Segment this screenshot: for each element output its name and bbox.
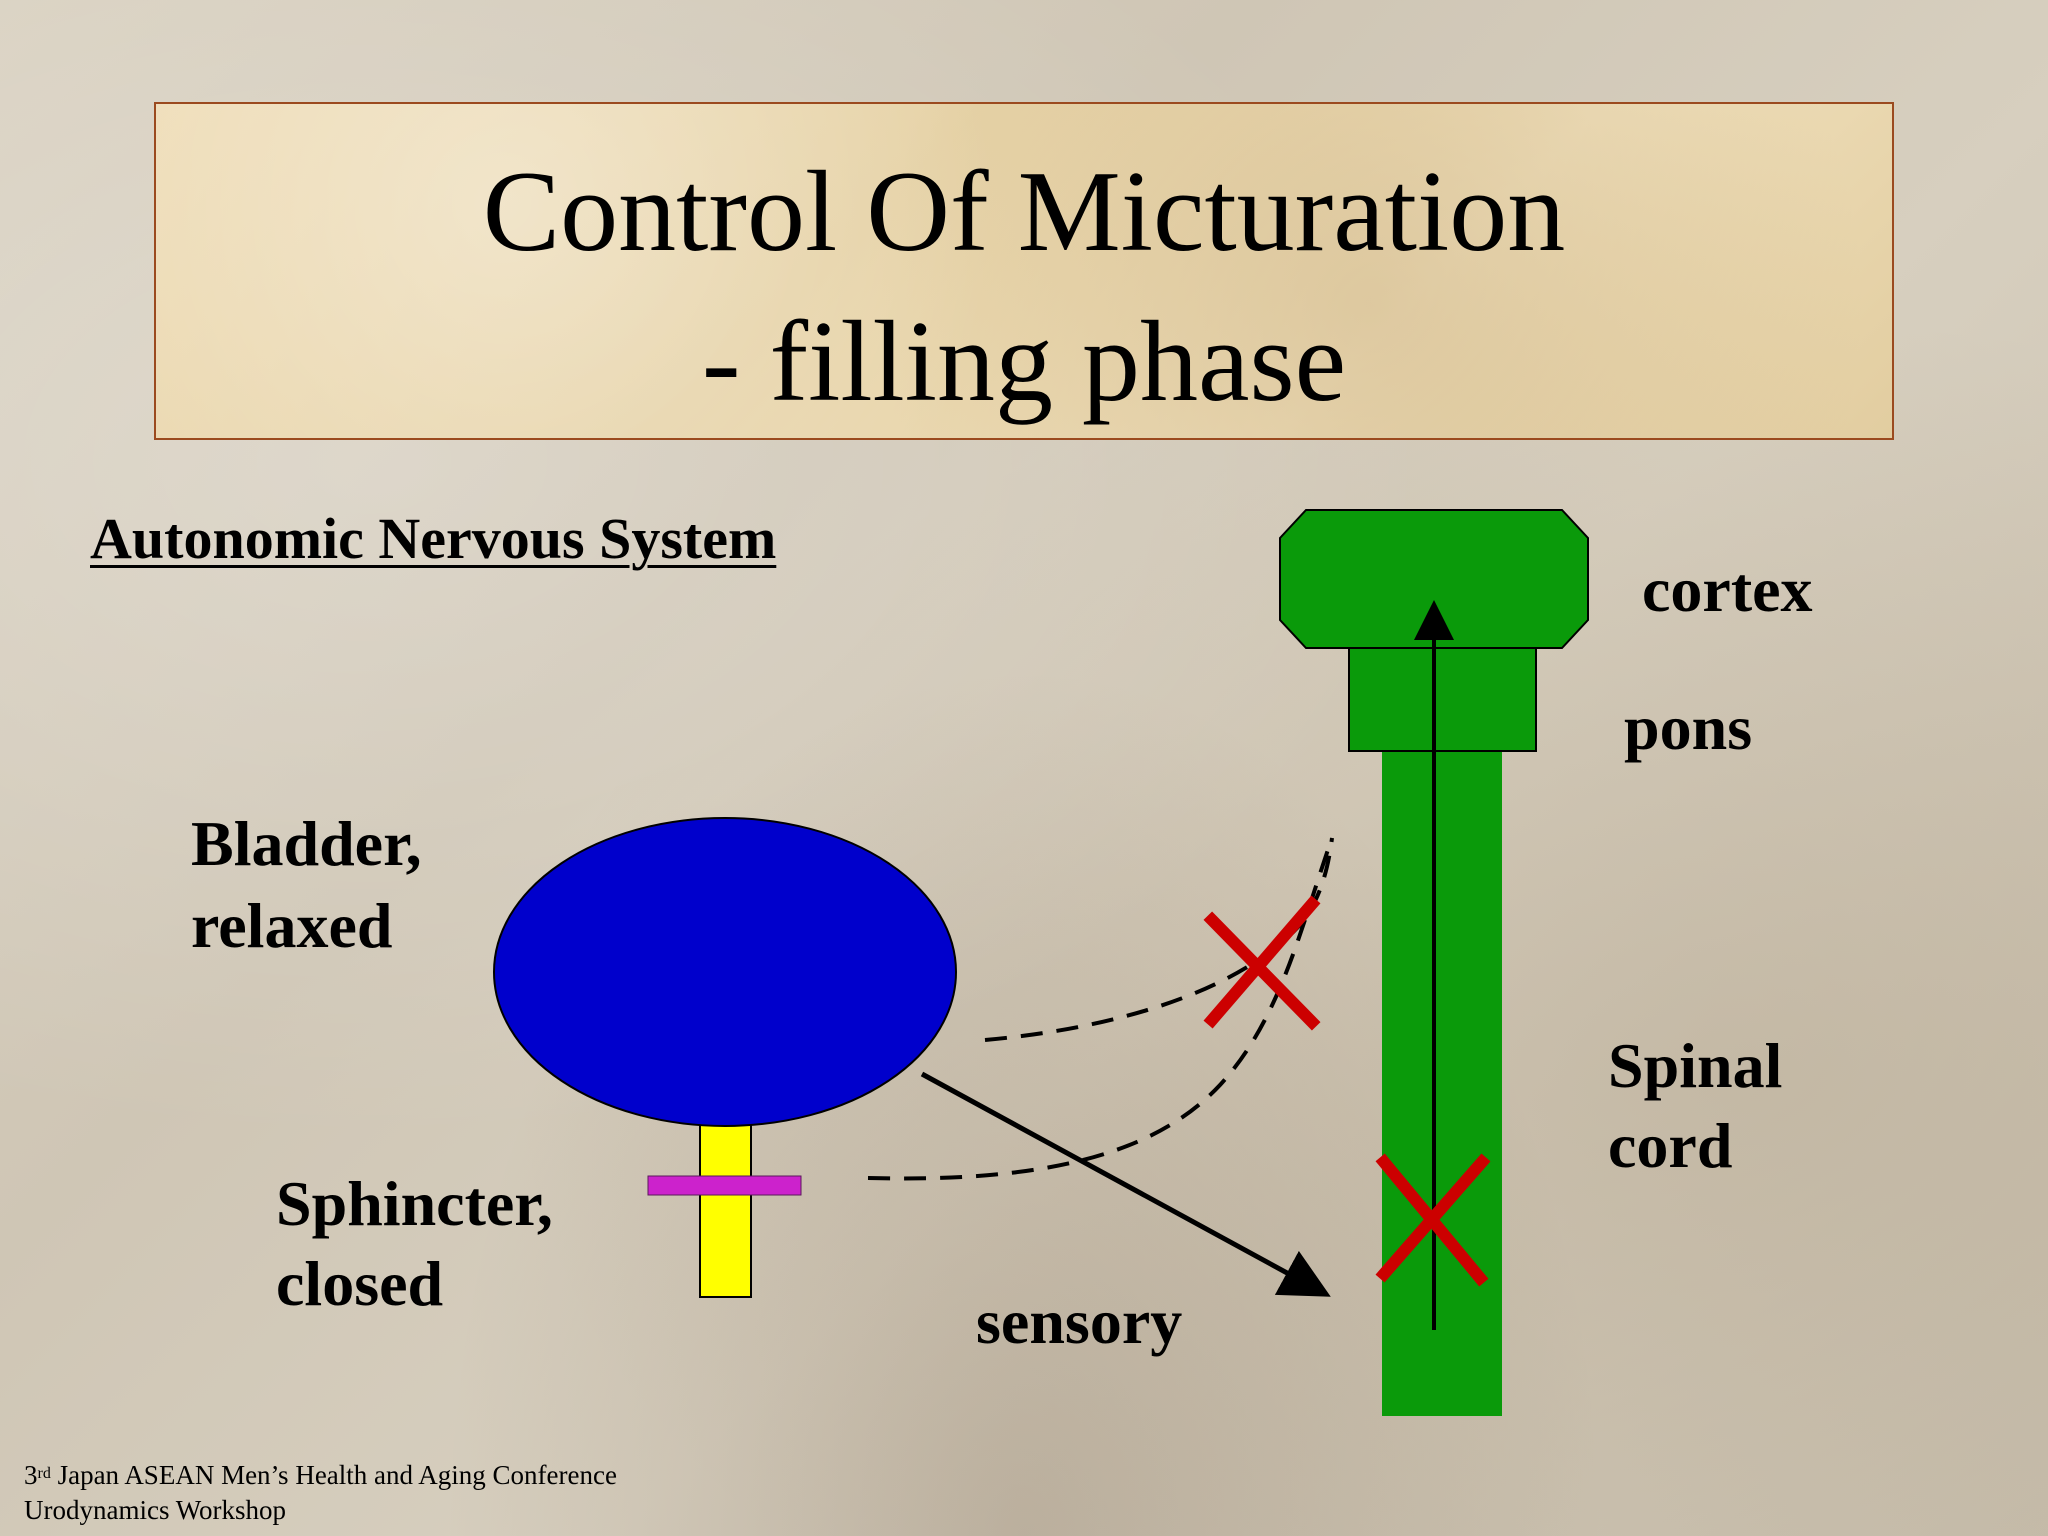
sphincter-label-line-1: Sphincter, [276,1168,553,1239]
sphincter-band-shape [647,1175,802,1196]
sensory-label: sensory [976,1286,1183,1357]
slide-title-line-2: - filling phase [701,298,1347,426]
footer-line-1: 3rd Japan ASEAN Men’s Health and Aging C… [24,1458,617,1493]
dashed-pathway-sphincter [867,837,1334,1181]
pons-shape [1348,645,1537,752]
blocked-pathway-x-mark-lower [1375,1153,1491,1287]
cortex-shape [1279,509,1589,649]
bladder-label-line-2: relaxed [191,890,393,961]
footer-ordinal-suffix: rd [37,1465,51,1482]
footer: 3rd Japan ASEAN Men’s Health and Aging C… [24,1458,617,1528]
cortex-label: cortex [1642,554,1813,625]
slide-title-line-1: Control Of Micturation [482,148,1566,276]
sphincter-shape [699,1114,752,1298]
bladder-shape [493,817,957,1127]
bladder-label-line-1: Bladder, [191,808,422,879]
spinal-cord-label-line-1: Spinal [1608,1030,1783,1101]
footer-ordinal-number: 3 [24,1460,38,1490]
section-heading: Autonomic Nervous System [90,506,777,571]
spinal-cord-label-line-2: cord [1608,1110,1733,1181]
sphincter-label-line-2: closed [276,1248,444,1319]
blocked-pathway-x-mark-upper [1203,895,1321,1031]
footer-line-2: Urodynamics Workshop [24,1495,287,1525]
title-box: Control Of Micturation - filling phase [154,102,1894,440]
spinal-cord-shape [1382,744,1502,1416]
sensory-pathway-arrow [920,1071,1331,1297]
pons-label: pons [1624,692,1753,763]
footer-conference-name: Japan ASEAN Men’s Health and Aging Confe… [50,1460,617,1490]
